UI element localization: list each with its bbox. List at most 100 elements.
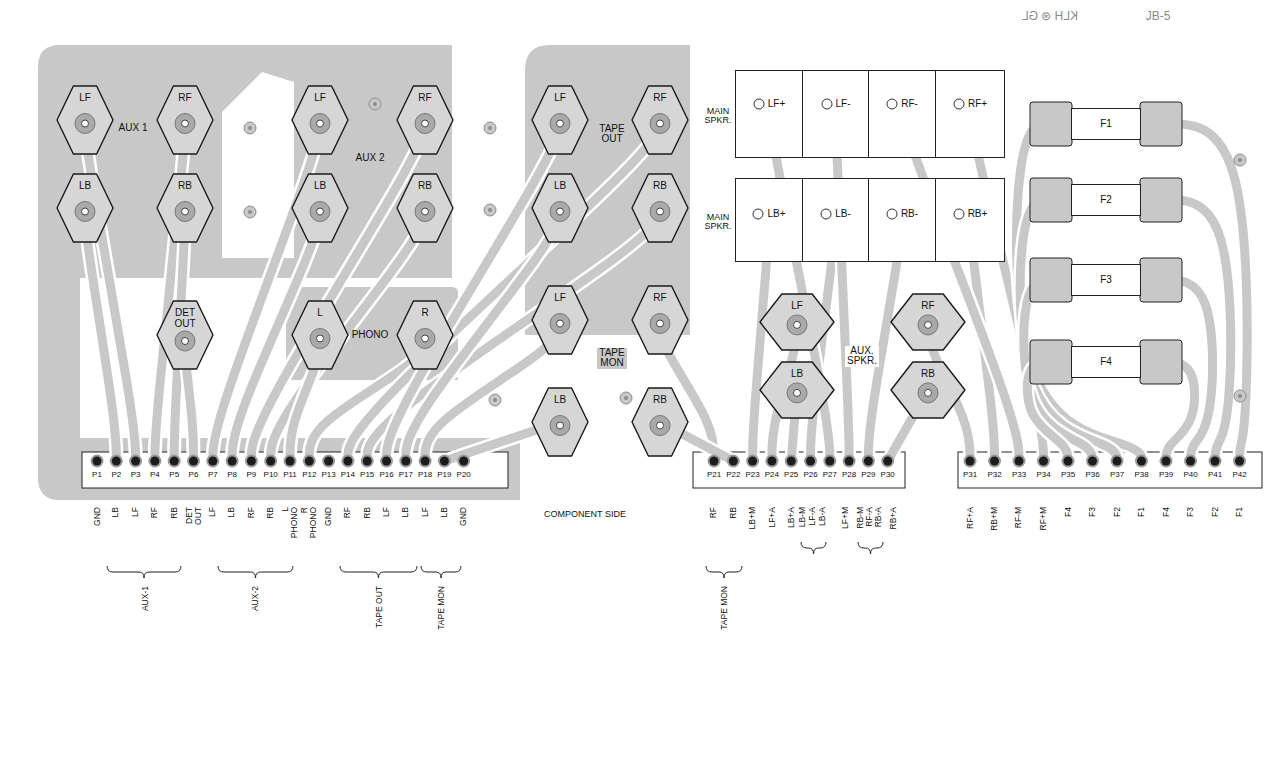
trace [155,120,185,461]
node-label: LF [554,92,566,103]
pin-number: P35 [1061,471,1075,479]
pin-number: P29 [861,471,875,479]
bracket [858,542,883,554]
group-label: TAPE MON [437,586,446,630]
pin-signal: F4 [1162,507,1171,517]
section-label: TAPE MON [597,348,626,369]
trace-clearance [1020,200,1117,461]
pin-number: P27 [823,471,837,479]
jack-outline-path [532,286,588,354]
pin [1015,457,1024,466]
pin-number: P23 [745,471,759,479]
drill-hole [794,321,801,328]
pin [767,457,776,466]
drill-hole [422,120,429,127]
pin-pad [380,455,393,468]
group-label: TAPE MON [720,586,729,630]
pin-pad [823,455,836,468]
jack-socket: RF [156,85,214,155]
fuse-clip-pad [1030,102,1072,146]
pin-number: P6 [189,471,199,479]
pin-number: P42 [1232,471,1246,479]
solder-pad [415,329,435,349]
section-label: MAIN SPKR. [705,213,732,232]
pin-signal: GND [93,507,102,526]
pin-pad [148,455,161,468]
pin [1211,457,1220,466]
pin-pad [765,455,778,468]
terminal-hole-ring [954,209,964,219]
pin [1186,457,1195,466]
copper-trace [1017,124,1142,461]
pin-number: P13 [321,471,335,479]
pin-signal: GND [459,507,468,526]
solder-pad [650,114,670,134]
terminal-hole-ring [753,209,763,219]
drill-hole [182,208,189,215]
drill-hole [657,120,664,127]
node-label: LB [554,394,566,405]
jack-outline-path [632,286,688,354]
pin-pad [804,455,817,468]
pin [1088,457,1097,466]
pin [1064,457,1073,466]
pin [864,457,873,466]
bracket [706,566,742,578]
jack-outline-path [760,294,834,350]
pin-pad [110,455,123,468]
node-label: LB- [835,208,851,220]
pin-pad [206,455,219,468]
drill-hole [182,120,189,127]
jack-socket: RB [156,173,214,243]
trace [1020,200,1117,461]
section-label: PHONO [350,330,391,341]
solder-pad [415,202,435,222]
pin-pad [168,455,181,468]
node-label: F2 [1100,194,1112,206]
speaker-terminal: RF+ [935,70,1005,158]
pin [266,457,275,466]
pin-signal: LF [131,507,140,517]
jack-outline-path [157,174,213,242]
mounting-hole [369,98,381,110]
trace [85,120,136,461]
pin-pad [1111,455,1124,468]
pin [401,457,410,466]
pin-signal: RB+A [890,507,899,529]
pin-signal: GND [324,507,333,526]
trace-clearance [1017,124,1142,461]
node-label: RF+ [968,98,987,110]
jack-outline-path [632,86,688,154]
mounting-hole [620,392,632,404]
jack-socket: RF [631,285,689,355]
pin-number: P38 [1134,471,1148,479]
speaker-terminal: LB- [802,178,869,262]
pin-number: P37 [1110,471,1124,479]
drill-hole [422,208,429,215]
solder-pad [650,416,670,436]
solder-pad [650,202,670,222]
pin-signal: LF [421,507,430,517]
drill-hole [422,335,429,342]
pin-signal: F3 [1186,507,1195,517]
pin-signal: RF [150,507,159,518]
pin-number: P24 [765,471,779,479]
node-label: RB- [901,208,918,220]
pin [421,457,430,466]
pin-number: P26 [803,471,817,479]
drill-hole [557,422,564,429]
pin-number: P15 [360,471,374,479]
drill-hole [925,389,932,396]
pin-pad [129,455,142,468]
pin-pad [322,455,335,468]
pin [806,457,815,466]
pin-signal: F4 [1064,507,1073,517]
copper-trace [1020,200,1117,461]
solder-pad [550,202,570,222]
jack-outline-path [532,86,588,154]
pin-pad [1086,455,1099,468]
drill-hole [82,208,89,215]
node-label: LB+ [767,208,785,220]
pin-number: P12 [302,471,316,479]
jack-socket: LF [291,85,349,155]
